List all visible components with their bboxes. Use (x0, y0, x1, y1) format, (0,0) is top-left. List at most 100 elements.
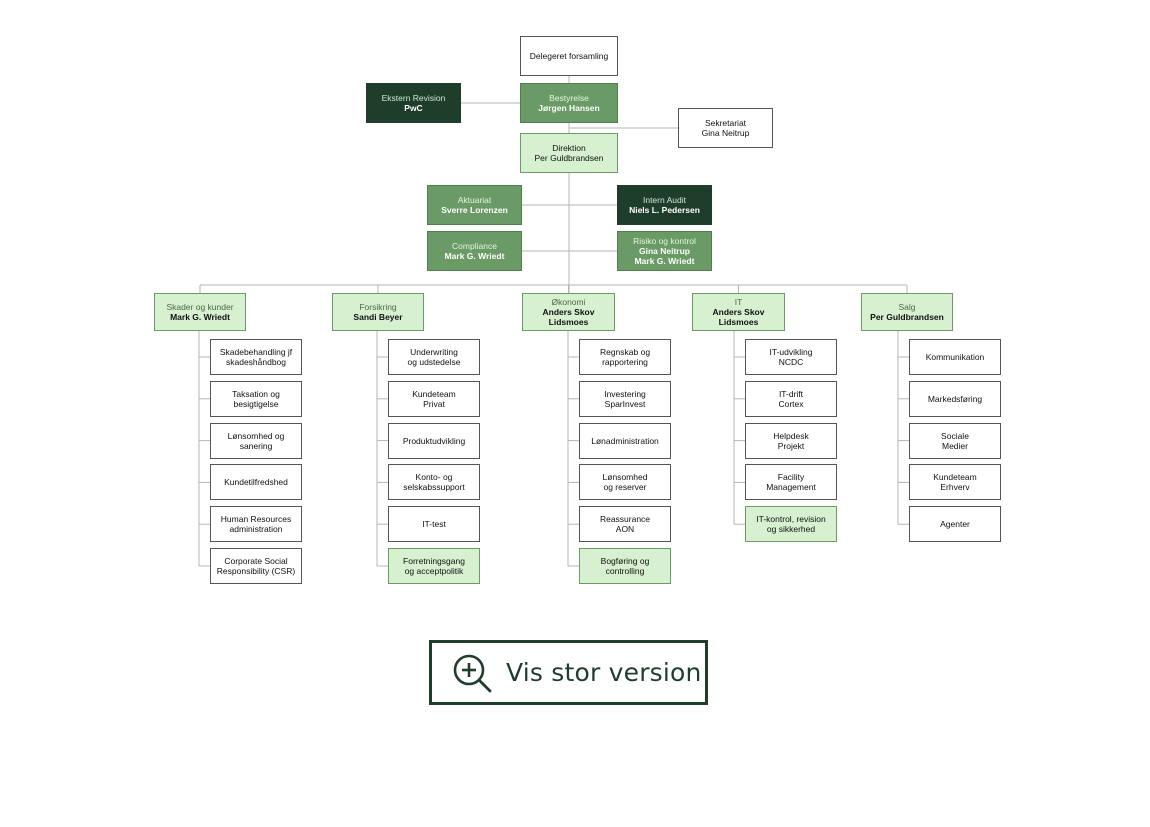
unit-box: Skadebehandling jf skadeshåndbog (210, 339, 302, 375)
external-audit-name: PwC (404, 103, 423, 113)
unit-box: Kundeteam Privat (388, 380, 480, 417)
unit-box: Corporate Social Responsibility (CSR) (210, 548, 302, 584)
compliance-name: Mark G. Wriedt (444, 251, 505, 261)
unit-box: Regnskab og rapportering (579, 339, 671, 375)
assembly-title: Delegeret forsamling (529, 51, 609, 61)
unit-box: Lønsomhed og reserver (579, 464, 671, 501)
department-title: Salg (898, 302, 916, 312)
actuary-name: Sverre Lorenzen (441, 205, 508, 215)
unit-label: Lønsomhed og sanering (227, 430, 285, 451)
unit-box: Facility Management (745, 464, 837, 501)
unit-label: Human Resources administration (220, 514, 292, 535)
org-box-board: Bestyrelse Jørgen Hansen (520, 83, 618, 123)
internal-audit-title: Intern Audit (642, 195, 686, 205)
connector-lines (198, 76, 909, 567)
org-chart: Delegeret forsamling Bestyrelse Jørgen H… (154, 36, 1001, 584)
unit-box: Forretningsgang og acceptpolitik (388, 548, 480, 584)
unit-box: Human Resources administration (210, 506, 302, 543)
external-audit-title: Ekstern Revision (381, 93, 446, 103)
internal-audit-name: Niels L. Pedersen (629, 205, 700, 215)
unit-label: Lønadministration (591, 435, 659, 446)
unit-label: Regnskab og rapportering (599, 347, 651, 367)
unit-box: IT-udvikling NCDC (745, 339, 837, 375)
department-title: Forsikring (359, 302, 397, 312)
unit-label: Forretningsgang og acceptpolitik (403, 556, 465, 576)
unit-label: Bogføring og controlling (600, 556, 650, 576)
unit-label: Kundeteam Privat (412, 388, 456, 409)
unit-box: Bogføring og controlling (579, 548, 671, 584)
risk-title: Risiko og kontrol (633, 236, 696, 246)
unit-box: Sociale Medier (909, 422, 1001, 459)
unit-label: Konto- og selskabssupport (403, 472, 465, 493)
secretariat-name: Gina Neitrup (701, 128, 750, 138)
unit-box: Konto- og selskabssupport (388, 464, 480, 501)
department-head: Per Guldbrandsen (870, 312, 944, 322)
unit-label: Reassurance AON (599, 514, 651, 535)
compliance-title: Compliance (452, 241, 497, 251)
unit-label: Kundeteam Erhverv (933, 472, 977, 493)
unit-box: IT-kontrol, revision og sikkerhed (745, 506, 837, 543)
unit-box: Agenter (909, 506, 1001, 543)
unit-box: Produktudvikling (388, 422, 480, 459)
board-name: Jørgen Hansen (538, 103, 600, 113)
unit-box: Underwriting og udstedelse (388, 339, 480, 375)
org-box-risk: Risiko og kontrol Gina Neitrup Mark G. W… (617, 231, 712, 271)
direction-title: Direktion (552, 143, 586, 153)
unit-label: Produktudvikling (402, 435, 466, 446)
unit-label: Kommunikation (925, 352, 985, 362)
unit-label: Corporate Social Responsibility (CSR) (216, 556, 296, 576)
department-title: Økonomi (551, 297, 586, 307)
unit-label: Taksation og besigtigelse (232, 388, 280, 409)
unit-box: Reassurance AON (579, 506, 671, 543)
department-head: Mark G. Wriedt (170, 312, 230, 322)
risk-name: Gina Neitrup Mark G. Wriedt (634, 246, 695, 266)
unit-label: IT-kontrol, revision og sikkerhed (756, 514, 826, 535)
org-box-secretariat: Sekretariat Gina Neitrup (678, 108, 773, 148)
unit-label: Kundetilfredshed (224, 477, 288, 488)
unit-box: Kundeteam Erhverv (909, 464, 1001, 501)
org-box-compliance: Compliance Mark G. Wriedt (427, 231, 522, 271)
org-box-assembly: Delegeret forsamling (520, 36, 618, 76)
unit-label: IT-drift Cortex (778, 388, 804, 409)
unit-box: Kundetilfredshed (210, 464, 302, 501)
department-head: Sandi Beyer (353, 312, 403, 322)
unit-label: Investering SparInvest (604, 388, 646, 409)
unit-label: Facility Management (766, 472, 816, 493)
unit-box: Lønadministration (579, 422, 671, 459)
unit-label: Helpdesk Projekt (773, 430, 809, 451)
direction-name: Per Guldbrandsen (534, 153, 604, 163)
secretariat-title: Sekretariat (704, 118, 747, 128)
unit-label: Markedsføring (927, 393, 983, 404)
unit-box: IT-drift Cortex (745, 380, 837, 417)
unit-label: IT-udvikling NCDC (769, 347, 813, 367)
zoom-in-icon (453, 654, 492, 692)
unit-label: Lønsomhed og reserver (602, 472, 648, 493)
unit-box: Investering SparInvest (579, 380, 671, 417)
org-box-direction: Direktion Per Guldbrandsen (520, 133, 618, 173)
department-head: Anders Skov Lidsmoes (542, 307, 595, 327)
unit-label: Agenter (940, 519, 970, 530)
unit-label: Underwriting og udstedelse (407, 347, 461, 367)
unit-box: Taksation og besigtigelse (210, 380, 302, 417)
actuary-title: Aktuariat (457, 195, 492, 205)
unit-label: Skadebehandling jf skadeshåndbog (219, 347, 293, 367)
unit-box: Markedsføring (909, 380, 1001, 417)
unit-box: Lønsomhed og sanering (210, 422, 302, 459)
org-box-actuary: Aktuariat Sverre Lorenzen (427, 185, 522, 225)
board-title: Bestyrelse (549, 93, 589, 103)
unit-box: Helpdesk Projekt (745, 422, 837, 459)
unit-label: IT-test (422, 519, 446, 530)
department-title: Skader og kunder (166, 302, 234, 312)
unit-box: IT-test (388, 506, 480, 543)
org-box-external-audit: Ekstern Revision PwC (366, 83, 461, 123)
unit-label: Sociale Medier (941, 430, 969, 451)
zoom-large-version-button[interactable]: Vis stor version (429, 640, 708, 705)
department-head: Anders Skov Lidsmoes (712, 307, 765, 327)
org-box-internal-audit: Intern Audit Niels L. Pedersen (617, 185, 712, 225)
unit-box: Kommunikation (909, 339, 1001, 375)
department-title: IT (734, 297, 743, 307)
